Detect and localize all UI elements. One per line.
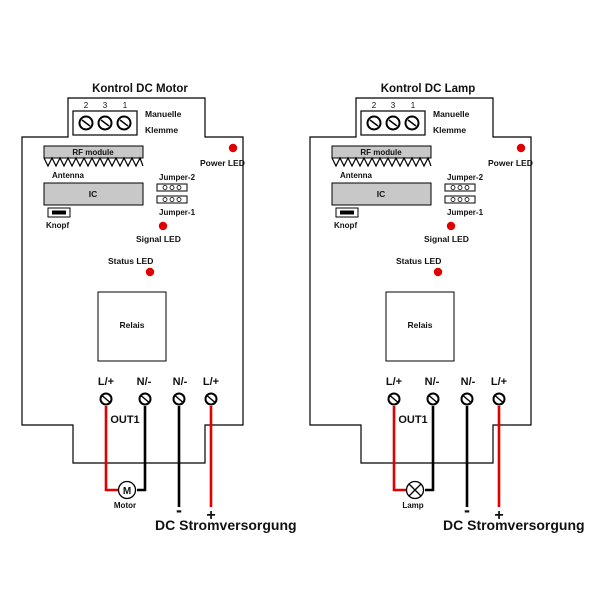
- terminal-label-l-in: L/+: [491, 376, 507, 388]
- signal-led-label: Signal LED: [424, 234, 469, 244]
- terminal-label-n-in: N/-: [173, 376, 188, 388]
- ic-chip: [43, 182, 144, 206]
- output-terminal-l: [99, 392, 113, 406]
- out1-label: OUT1: [110, 414, 139, 426]
- knopf-button: [47, 207, 71, 218]
- klemme-label: Klemme: [145, 125, 178, 135]
- signal-led: [446, 221, 456, 231]
- terminal-number-3: 3: [103, 101, 108, 110]
- status-led-label: Status LED: [108, 256, 153, 266]
- antenna-label: Antenna: [340, 171, 373, 180]
- screw-terminal-1: [116, 115, 132, 131]
- supply-minus-sign: -: [464, 500, 470, 520]
- jumper-1: [156, 195, 188, 204]
- out1-label: OUT1: [398, 414, 427, 426]
- input-terminal-n: [460, 392, 474, 406]
- antenna-coil: [331, 156, 432, 168]
- jumper-1: [444, 195, 476, 204]
- terminal-label-l-out: L/+: [98, 376, 114, 388]
- relay-label: Relais: [119, 320, 144, 330]
- rf-module: [43, 145, 144, 159]
- supply-plus-sign: +: [206, 507, 215, 524]
- jumper-2: [156, 183, 188, 192]
- knopf-button: [335, 207, 359, 218]
- input-terminal-n: [172, 392, 186, 406]
- terminal-label-n-in: N/-: [461, 376, 476, 388]
- rf-module-label: RF module: [72, 148, 114, 157]
- jumper2-label: Jumper-2: [159, 173, 196, 182]
- terminal-number-1: 1: [411, 101, 416, 110]
- panel-title: Kontrol DC Lamp: [381, 83, 476, 95]
- motor-symbol: M: [123, 486, 131, 497]
- power-led: [516, 143, 526, 153]
- terminal-label-n-out: N/-: [137, 376, 152, 388]
- output-terminal-n: [426, 392, 440, 406]
- power-led: [228, 143, 238, 153]
- relay-label: Relais: [407, 320, 432, 330]
- screw-terminal-3: [385, 115, 401, 131]
- antenna-coil: [43, 156, 144, 168]
- terminal-number-3: 3: [391, 101, 396, 110]
- ic-label: IC: [89, 189, 98, 199]
- screw-terminal-1: [404, 115, 420, 131]
- jumper2-label: Jumper-2: [447, 173, 484, 182]
- signal-led: [158, 221, 168, 231]
- wire-output-live: [392, 406, 406, 492]
- supply-plus-sign: +: [494, 507, 503, 524]
- wire-output-live: [104, 406, 118, 492]
- output-terminal-n: [138, 392, 152, 406]
- rf-module-label: RF module: [360, 148, 402, 157]
- terminal-label-l-in: L/+: [203, 376, 219, 388]
- wire-output-neutral: [425, 406, 435, 492]
- knopf-label: Knopf: [46, 221, 69, 230]
- ic-label: IC: [377, 189, 386, 199]
- output-terminal-l: [387, 392, 401, 406]
- terminal-number-2: 2: [372, 101, 377, 110]
- jumper-2: [444, 183, 476, 192]
- manuelle-label: Manuelle: [433, 109, 470, 119]
- status-led: [145, 267, 155, 277]
- status-led: [433, 267, 443, 277]
- screw-terminal-3: [97, 115, 113, 131]
- terminal-label-l-out: L/+: [386, 376, 402, 388]
- knopf-label: Knopf: [334, 221, 357, 230]
- screw-terminal-2: [78, 115, 94, 131]
- ic-chip: [331, 182, 432, 206]
- wire-output-neutral: [137, 406, 147, 492]
- manuelle-label: Manuelle: [145, 109, 182, 119]
- dc-supply-label: DC Stromversorgung: [443, 517, 585, 533]
- jumper1-label: Jumper-1: [447, 208, 484, 217]
- power-led-label: Power LED: [200, 158, 245, 168]
- signal-led-label: Signal LED: [136, 234, 181, 244]
- motor-label: Motor: [114, 501, 136, 510]
- dc-supply-label: DC Stromversorgung: [155, 517, 297, 533]
- lamp-icon: [405, 480, 425, 500]
- panel-motor: Kontrol DC Motor 2 3 1 Manuelle Klemme P…: [21, 83, 297, 533]
- supply-minus-sign: -: [176, 500, 182, 520]
- input-terminal-l: [204, 392, 218, 406]
- relay: [385, 291, 455, 362]
- power-led-label: Power LED: [488, 158, 533, 168]
- terminal-label-n-out: N/-: [425, 376, 440, 388]
- klemme-label: Klemme: [433, 125, 466, 135]
- panel-lamp: Kontrol DC Lamp 2 3 1 Manuelle Klemme Po…: [309, 83, 585, 533]
- status-led-label: Status LED: [396, 256, 441, 266]
- relay: [97, 291, 167, 362]
- terminal-number-1: 1: [123, 101, 128, 110]
- lamp-label: Lamp: [402, 501, 423, 510]
- panel-title: Kontrol DC Motor: [92, 83, 188, 95]
- input-terminal-l: [492, 392, 506, 406]
- terminal-number-2: 2: [84, 101, 89, 110]
- motor-icon: [117, 480, 137, 500]
- antenna-label: Antenna: [52, 171, 85, 180]
- screw-terminal-2: [366, 115, 382, 131]
- jumper1-label: Jumper-1: [159, 208, 196, 217]
- rf-module: [331, 145, 432, 159]
